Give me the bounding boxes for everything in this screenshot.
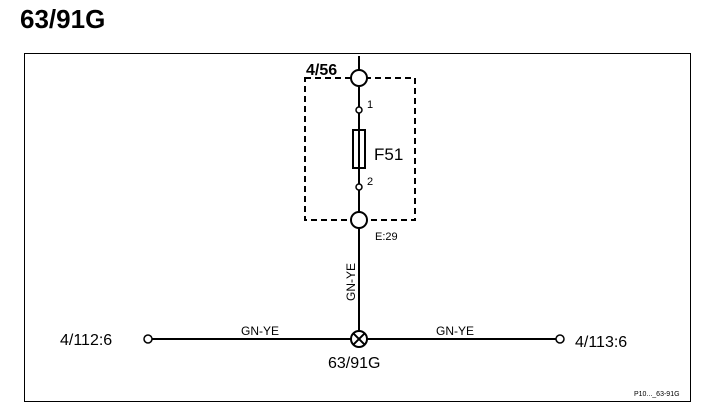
right-connector-label: 4/113:6 [575, 334, 627, 351]
connector-top [350, 69, 368, 87]
diagram-frame [24, 53, 691, 402]
splice-label: 63/91G [328, 355, 380, 372]
pin-1-label: 1 [367, 99, 373, 111]
right-wire-label: GN-YE [436, 324, 474, 338]
terminal-left [143, 334, 153, 344]
top-connector-label: 4/56 [306, 62, 337, 79]
pin-2-label: 2 [367, 176, 373, 188]
reference-label: P10..._63-91G [634, 391, 680, 398]
splice-icon [350, 330, 368, 348]
connector-bottom [350, 211, 368, 229]
fuse-label: F51 [374, 145, 403, 164]
left-wire-label: GN-YE [241, 324, 279, 338]
page-title: 63/91G [20, 4, 106, 34]
vertical-wire-label: GN-YE [344, 263, 358, 301]
bottom-connector-label: E:29 [375, 231, 398, 243]
pin-2 [355, 183, 363, 191]
terminal-right [555, 334, 565, 344]
pin-1 [355, 106, 363, 114]
left-connector-label: 4/112:6 [60, 332, 112, 349]
